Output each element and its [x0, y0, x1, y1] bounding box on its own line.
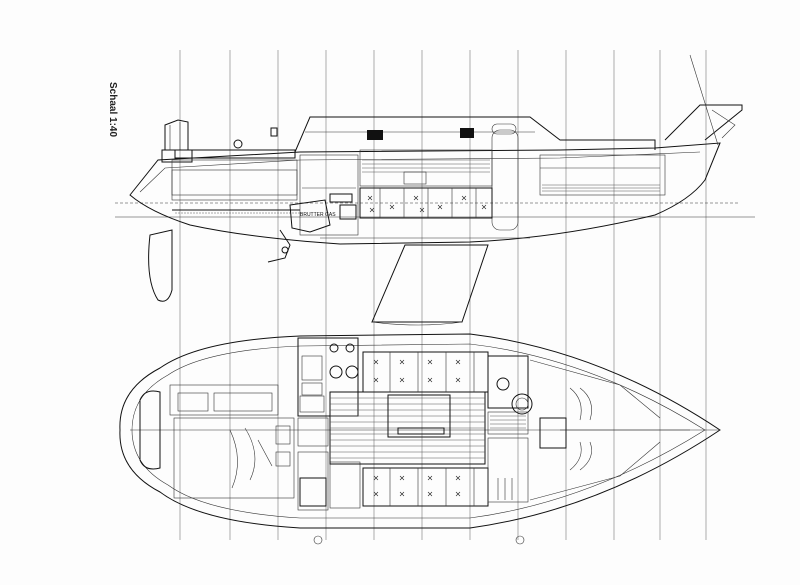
- engine: [289, 199, 331, 233]
- settee-port: [362, 467, 489, 507]
- hull-profile: [129, 142, 721, 245]
- station-grid: [179, 50, 707, 540]
- side-profile: BRUTTER GAS: [115, 54, 755, 326]
- accommodation-plan: [119, 333, 721, 529]
- settee-starboard: [362, 351, 489, 393]
- punch-holes: [313, 535, 525, 545]
- rudder: [148, 229, 173, 302]
- cabin-top: [294, 116, 656, 153]
- saloon-table: [387, 394, 451, 438]
- hull-plan-outline: [119, 333, 721, 529]
- fin-keel: [371, 244, 489, 323]
- inlet-label: BRUTTER GAS: [300, 212, 336, 218]
- saloon-berth-profile: [359, 187, 493, 219]
